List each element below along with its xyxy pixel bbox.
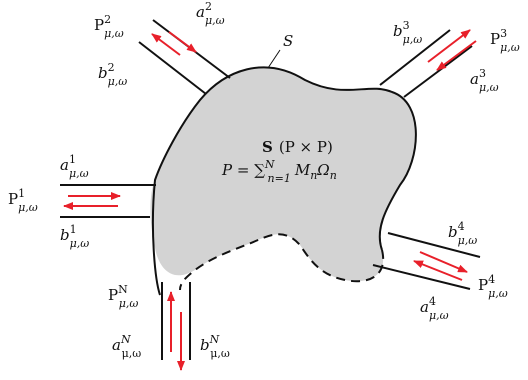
surface-leader	[267, 49, 281, 69]
surface-label: S	[283, 32, 293, 50]
scatterer-dashed-boundary	[179, 233, 385, 291]
port-N-waveguide	[161, 282, 191, 371]
port-2-waveguide	[138, 19, 231, 95]
port-3-waveguide	[379, 29, 477, 98]
port-4-waveguide	[372, 232, 481, 290]
port-1-waveguide	[60, 184, 156, 218]
matrix-definition: S(P × P)	[262, 138, 333, 156]
scatterer-boundary	[151, 66, 417, 296]
scatterer-body	[150, 67, 416, 282]
